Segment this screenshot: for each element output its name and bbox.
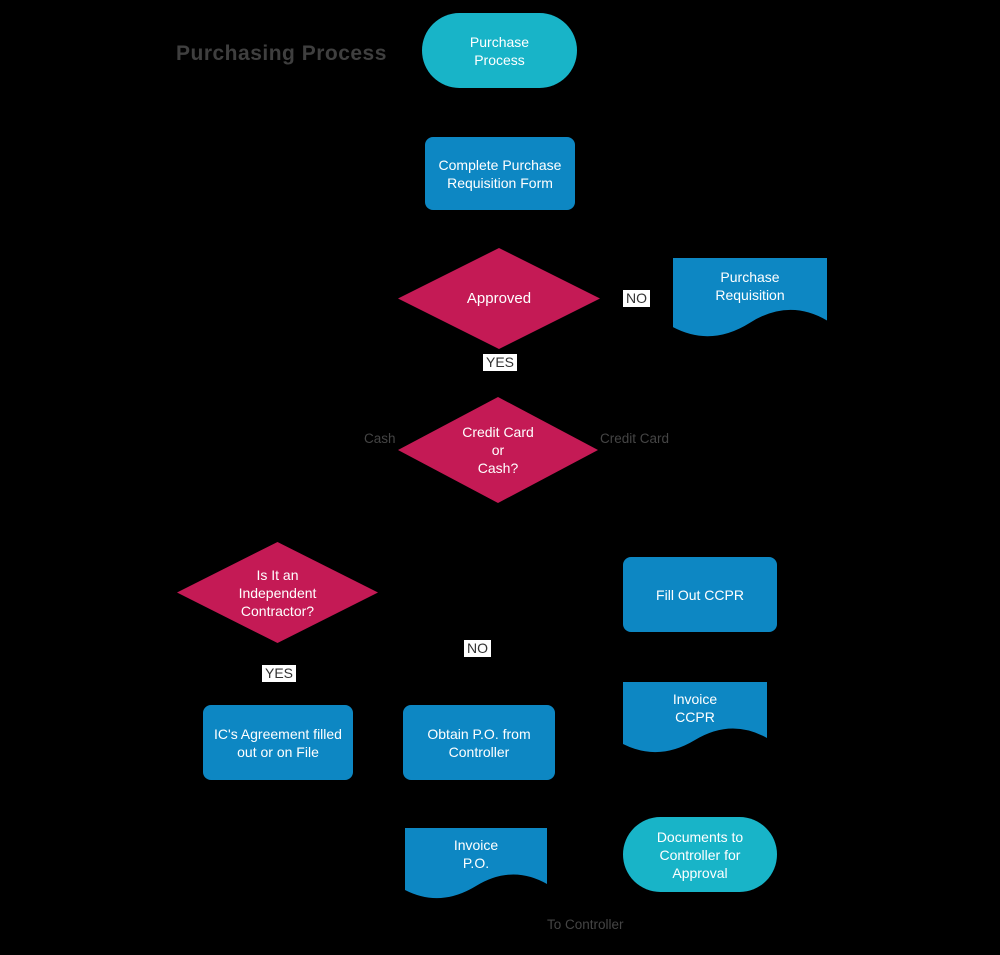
node-documents-to-controller-label: Documents to Controller for Approval: [656, 828, 744, 881]
node-invoice-po-document: Invoice P.O.: [405, 828, 547, 906]
edge-label-approved-no: NO: [623, 290, 650, 307]
node-documents-to-controller: Documents to Controller for Approval: [623, 817, 777, 892]
node-invoice-ccpr-label: Invoice CCPR: [672, 691, 718, 725]
edge-label-approved-yes: YES: [483, 354, 518, 371]
node-approved-label: Approved: [466, 289, 532, 307]
node-invoice-po-label: Invoice P.O.: [453, 837, 499, 871]
node-credit-card-or-cash-decision: Credit Card or Cash?: [398, 397, 598, 503]
node-obtain-po-label: Obtain P.O. from Controller: [427, 725, 531, 760]
node-purchase-process-label: Purchase Process: [469, 33, 530, 68]
node-complete-purchase-requisition-form-label: Complete Purchase Requisition Form: [438, 156, 562, 191]
document-shape-icon: [623, 682, 767, 753]
node-approved-decision: Approved: [398, 248, 600, 349]
node-credit-card-or-cash-label: Credit Card or Cash?: [462, 424, 534, 476]
node-independent-contractor-decision: Is It an Independent Contractor?: [177, 542, 378, 643]
node-ics-agreement-label: IC's Agreement filled out or on File: [214, 725, 342, 760]
node-invoice-ccpr-document: Invoice CCPR: [623, 682, 767, 760]
node-independent-contractor-label: Is It an Independent Contractor?: [238, 566, 317, 619]
node-purchase-process: Purchase Process: [422, 13, 577, 88]
node-purchase-requisition-document: Purchase Requisition: [673, 258, 827, 345]
document-shape-icon: [673, 258, 827, 337]
diagram-title: Purchasing Process: [176, 42, 387, 65]
edge-label-contractor-no: NO: [464, 640, 491, 657]
node-purchase-requisition-label: Purchase Requisition: [715, 269, 785, 303]
node-ics-agreement: IC's Agreement filled out or on File: [203, 705, 353, 780]
edge-label-to-controller: To Controller: [547, 917, 624, 932]
edge-label-cash: Cash: [364, 431, 396, 446]
edge-label-credit-card: Credit Card: [600, 431, 670, 446]
node-complete-purchase-requisition-form: Complete Purchase Requisition Form: [425, 137, 575, 210]
node-obtain-po: Obtain P.O. from Controller: [403, 705, 555, 780]
node-fill-out-ccpr-label: Fill Out CCPR: [656, 586, 744, 603]
edge-label-contractor-yes: YES: [262, 665, 297, 682]
node-fill-out-ccpr: Fill Out CCPR: [623, 557, 777, 632]
document-shape-icon: [405, 828, 547, 899]
